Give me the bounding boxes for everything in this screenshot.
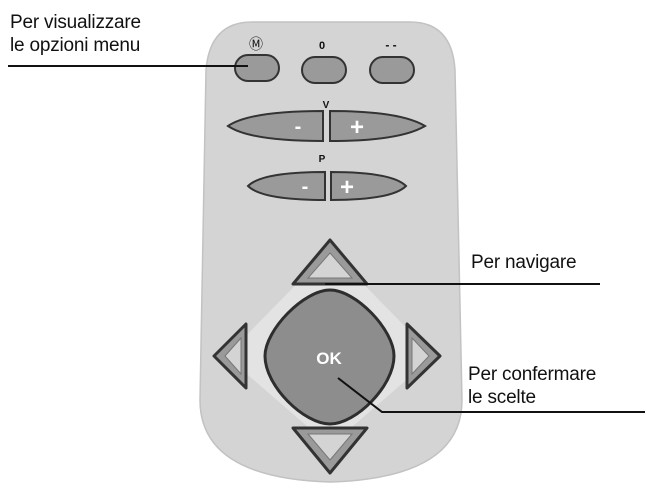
ok-label: OK (316, 349, 342, 368)
volume-plus-button[interactable] (329, 109, 427, 143)
callout-confirm-line-1: Per confermare (468, 364, 597, 385)
zero-label: 0 (319, 40, 325, 52)
callout-confirm: Per confermare le scelte (468, 363, 596, 409)
dash-label: - - (385, 38, 396, 52)
zero-button[interactable] (301, 56, 347, 84)
down-arrow-inner (306, 433, 354, 461)
dash-button[interactable] (369, 56, 415, 84)
menu-symbol: Ⓜ (249, 36, 263, 52)
callout-navigate: Per navigare (471, 251, 577, 274)
program-plus-button[interactable] (330, 170, 408, 202)
leader-line-confirm (337, 377, 645, 413)
menu-button[interactable] (234, 54, 280, 82)
volume-minus-button[interactable] (226, 109, 324, 143)
program-minus-sign: - (302, 176, 309, 198)
up-arrow-inner (306, 252, 354, 279)
left-arrow-inner (224, 336, 242, 376)
callout-menu-line-1: Per visualizzare (10, 12, 141, 33)
ok-button[interactable] (263, 288, 396, 426)
program-plus-sign: + (340, 174, 354, 201)
right-arrow-inner (411, 336, 430, 376)
volume-label: V (323, 100, 330, 111)
program-minus-button[interactable] (246, 170, 326, 202)
callout-confirm-line-2: le scelte (468, 387, 536, 408)
volume-minus-sign: - (295, 116, 302, 138)
volume-plus-sign: + (350, 114, 364, 141)
program-label: P (319, 154, 326, 165)
callout-menu-options: Per visualizzare le opzioni menu (10, 11, 141, 57)
callout-menu-line-2: le opzioni menu (10, 35, 141, 56)
callout-navigate-line-1: Per navigare (471, 252, 577, 273)
